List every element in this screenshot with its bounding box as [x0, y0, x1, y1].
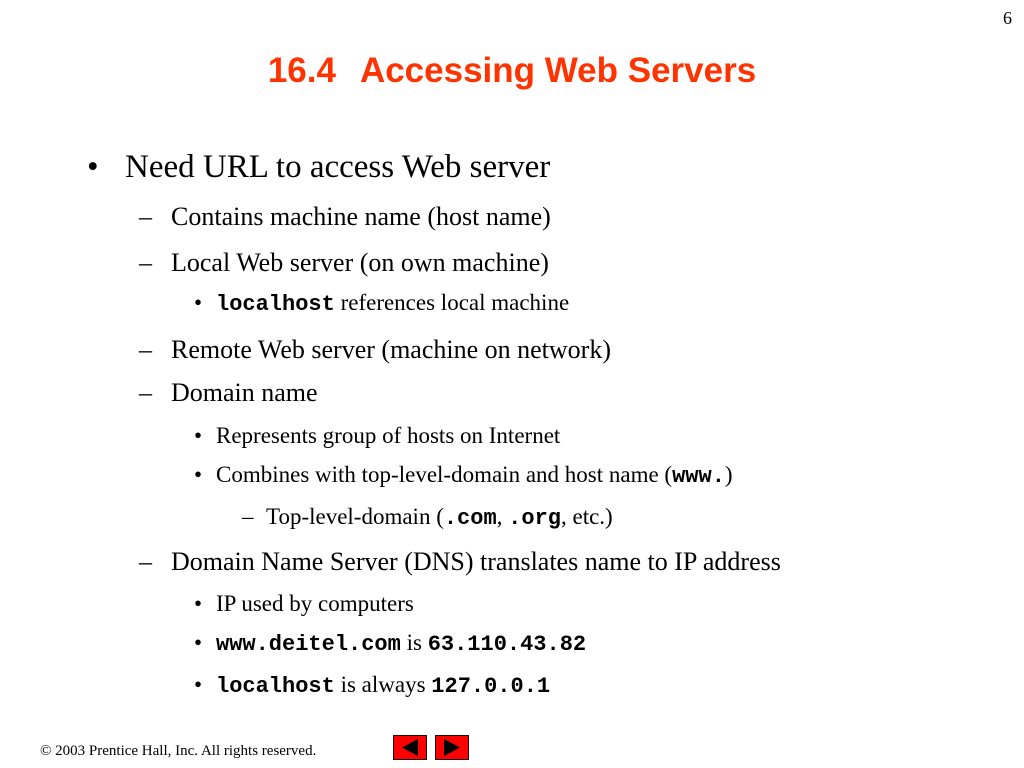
bullet-marker: •: [194, 462, 203, 487]
sub-bullet-dns: Domain Name Server (DNS) translates name…: [171, 547, 781, 576]
prev-slide-button[interactable]: [393, 735, 427, 760]
item-localhost-ip: localhost is always 127.0.0.1: [216, 672, 550, 699]
item-text: references local machine: [334, 290, 570, 315]
item-localhost-local: localhost references local machine: [216, 290, 569, 317]
copyright-footer: © 2003 Prentice Hall, Inc. All rights re…: [40, 743, 316, 760]
sub-bullet-machine-name: Contains machine name (host name): [171, 202, 551, 231]
sub-bullet-local-server: Local Web server (on own machine): [171, 248, 549, 277]
dash-marker: –: [242, 504, 254, 529]
bullet-marker: •: [194, 630, 203, 655]
bullet-need-url: Need URL to access Web server: [125, 149, 551, 185]
item-text: is always: [334, 672, 432, 697]
item-text-close: ): [724, 462, 733, 487]
bullet-marker: •: [194, 423, 203, 448]
copyright-text: 2003 Prentice Hall, Inc. All rights rese…: [51, 743, 317, 759]
code-com: .com: [443, 506, 497, 531]
title-text: Accessing Web Servers: [359, 51, 757, 90]
code-localhost: localhost: [216, 674, 335, 699]
sub-bullet-domain-name: Domain name: [171, 378, 318, 407]
code-deitel-domain: www.deitel.com: [216, 632, 401, 657]
item-represents-group: Represents group of hosts on Internet: [216, 423, 561, 448]
sub-bullet-remote-server: Remote Web server (machine on network): [171, 335, 611, 364]
item-text: Top-level-domain (: [266, 504, 444, 529]
slide-title: 16.4 Accessing Web Servers: [0, 50, 1024, 92]
dash-marker: –: [139, 248, 152, 277]
code-org: .org: [508, 506, 561, 531]
right-arrow-icon: [444, 739, 460, 756]
dash-marker: –: [139, 378, 152, 407]
left-arrow-icon: [402, 739, 418, 756]
item-ip-used: IP used by computers: [216, 591, 414, 616]
item-text-suffix: , etc.): [560, 504, 613, 529]
page-number: 6: [1003, 8, 1012, 28]
bullet-marker: •: [194, 290, 203, 315]
item-deitel-ip: www.deitel.com is 63.110.43.82: [216, 630, 586, 657]
bullet-marker: •: [87, 149, 99, 185]
item-combines-with: Combines with top-level-domain and host …: [216, 462, 733, 489]
code-www: www.: [672, 464, 725, 489]
code-localhost: localhost: [216, 292, 335, 317]
dash-marker: –: [139, 202, 152, 231]
item-top-level-domain: Top-level-domain (.com, .org, etc.): [266, 504, 613, 531]
item-text: is: [400, 630, 428, 655]
bullet-marker: •: [194, 591, 203, 616]
code-loopback-ip: 127.0.0.1: [431, 674, 551, 699]
copyright-symbol: ©: [40, 743, 52, 759]
item-separator: ,: [496, 504, 509, 529]
dash-marker: –: [139, 335, 152, 364]
section-number: 16.4: [267, 51, 336, 90]
item-text: Combines with top-level-domain and host …: [216, 462, 673, 487]
next-slide-button[interactable]: [435, 735, 469, 760]
code-deitel-ip: 63.110.43.82: [427, 632, 587, 657]
dash-marker: –: [139, 547, 152, 576]
bullet-marker: •: [194, 672, 203, 697]
